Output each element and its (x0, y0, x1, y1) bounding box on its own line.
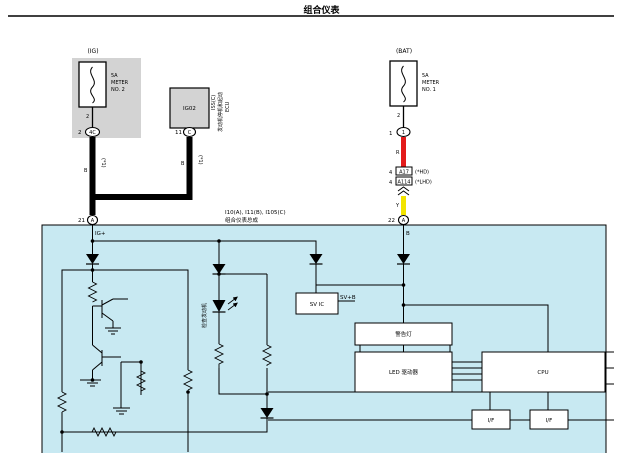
warning-light-box (354, 322, 453, 346)
fuse-bat-pin-top: 2 (397, 113, 400, 119)
transistor-1 (92, 298, 128, 335)
if-label-2: I/F (546, 418, 553, 424)
connector-a17 (395, 166, 413, 176)
fuse-ig-box (78, 61, 107, 108)
check-engine-led (212, 296, 238, 313)
sv-ic-box (295, 292, 339, 315)
meter-pin-b-conn: A (402, 218, 406, 224)
meter-board (41, 224, 607, 453)
if-box-1 (471, 409, 511, 430)
cpu-box (481, 351, 606, 393)
ecu-name-1: ISS(C) (211, 95, 217, 110)
connector-chevron-1 (397, 186, 410, 192)
fuse-bat-source: (BAT) (396, 48, 412, 55)
sv-label: SV+B (340, 295, 356, 301)
meter-name: 组合仪表总成 (225, 216, 259, 224)
connector-a114-pin: 4 (389, 180, 392, 186)
wire-ecu (92, 137, 193, 200)
meter-pin-ig-conn: A (91, 218, 95, 224)
check-engine-label: 检查发动机 (201, 303, 208, 328)
connector-chevron-2 (397, 190, 410, 196)
fuse-bat-icon (401, 65, 406, 103)
if-box-2 (529, 409, 569, 430)
wire-label-r: R (396, 150, 400, 156)
led-driver-label: LED 驱动器 (389, 369, 419, 376)
fuse-ig-connector (84, 126, 101, 138)
cpu-label: CPU (537, 370, 548, 376)
fuse-bat-name-3: NO. 1 (422, 87, 436, 93)
meter-connectors: I10(A), I11(B), I105(C) (225, 210, 286, 216)
connector-a17-pin: 4 (389, 170, 392, 176)
fuse-ig-pin-top: 2 (86, 114, 89, 120)
fuse-ig-name-1: 5A (111, 73, 118, 79)
fuse-bat-connector (396, 126, 411, 138)
fuse-ig-pin-conn: 2 (78, 130, 82, 136)
fuse-bat-name-1: 5A (422, 73, 429, 79)
diode-b (397, 254, 410, 265)
wire-label-w2: (*1) (197, 155, 203, 165)
junction-dots (60, 239, 406, 434)
connector-a114-label: A114 (398, 180, 411, 186)
connector-a114-tag: (*LHD) (415, 180, 432, 186)
meter-pin-ig-num: 21 (78, 218, 85, 224)
ecu-name-2: 发动机停机和起动 (217, 92, 224, 132)
sv-ic-label: SV IC (310, 302, 325, 308)
fuse-ig-name-2: METER (111, 80, 129, 86)
ecu-name-3: ECU (225, 101, 231, 112)
meter-pin-b-num: 22 (388, 218, 395, 224)
ecu-connector-label: C (188, 130, 192, 136)
fuse-ig-connector-label: 4C (89, 130, 96, 136)
fuse-bat-name-2: METER (422, 80, 440, 86)
meter-pin-b-label: B (406, 231, 410, 237)
ecu-code: IG02 (183, 106, 196, 112)
wire-label-b1: B (84, 168, 88, 174)
resistors (56, 281, 273, 438)
wire-label-w1: (*1) (100, 158, 106, 168)
connector-a114 (395, 176, 413, 186)
diode-sv (309, 254, 323, 265)
wire-label-b2: B (181, 161, 185, 167)
if-label-1: I/F (488, 418, 495, 424)
ground-symbol (113, 407, 130, 415)
fuse-ig-source: (IG) (87, 48, 98, 55)
fuse-bat-box (389, 60, 418, 107)
diode-low (260, 408, 274, 419)
ecu-connector (182, 126, 197, 138)
fuse-ig-name-3: NO. 2 (111, 87, 125, 93)
connector-a17-label: A17 (399, 170, 409, 176)
warning-light-label: 警告灯 (395, 330, 412, 338)
meter-pin-ig-label: IG+ (95, 231, 106, 237)
fuse-bat-connector-label: 1 (402, 130, 405, 136)
ecu-pin: 11 (175, 130, 182, 136)
led-driver-box (354, 351, 453, 393)
fuse-ig-icon (90, 66, 95, 104)
diode-ig (86, 254, 99, 265)
connector-a17-tag: (*HD) (415, 170, 429, 176)
fuse-bat-pin-conn: 1 (389, 131, 393, 137)
wire-label-y: Y (395, 203, 400, 209)
page-title: 组合仪表 (303, 6, 340, 16)
